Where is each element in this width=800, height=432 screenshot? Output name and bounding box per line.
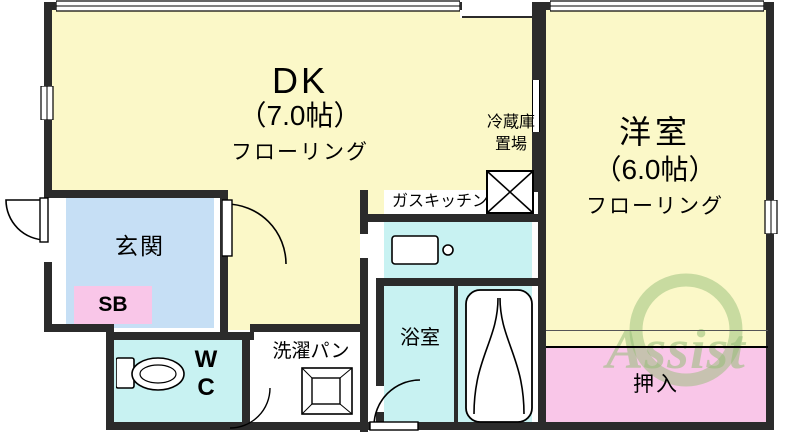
- wall-entry-bottom: [44, 324, 114, 332]
- wall-dk-right-stub: [532, 2, 540, 80]
- room-fill-wc: [106, 340, 242, 426]
- wall-kitchen-top: [368, 214, 538, 222]
- room-fill-bath: [384, 284, 532, 426]
- wall-left-lower: [44, 262, 52, 332]
- wall-entry-left: [106, 324, 114, 430]
- wall-right: [766, 2, 774, 430]
- wall-bath-top: [376, 278, 538, 286]
- wall-genkan-right: [220, 190, 228, 332]
- label-kitchen: ガスキッチン: [391, 193, 488, 210]
- wall-wc-right: [242, 340, 250, 430]
- room-fill-dk-lower: [228, 190, 360, 330]
- room-fill-sb: [74, 286, 152, 324]
- wall-wc-bottom-div: [106, 332, 254, 340]
- room-fill-yoshitsu: [546, 8, 768, 348]
- room-fill-dk-upper: [460, 18, 532, 190]
- door-slot-white: [532, 80, 540, 132]
- room-fill-dk: [52, 8, 460, 190]
- wall-laundry-top: [250, 324, 368, 332]
- watermark-text: Assist: [606, 319, 746, 381]
- room-fill-laundry: [248, 332, 372, 426]
- entry-notch: [462, 2, 532, 18]
- yoshitsu-tatami-line: [546, 330, 768, 331]
- wall-bath-left2: [376, 412, 384, 430]
- oshiire-divider: [546, 346, 768, 348]
- fridge-space-box: [486, 170, 534, 214]
- wall-dk-bottom-left: [52, 190, 228, 198]
- entrance-door-icon: [5, 197, 49, 243]
- wall-yoshitsu-left: [538, 2, 546, 426]
- room-fill-kitchen: [384, 222, 532, 282]
- wall-bath-left: [376, 286, 384, 386]
- wall-bottom: [106, 422, 774, 430]
- wall-kitchen-left2: [360, 258, 368, 432]
- wall-left-upper: [44, 2, 52, 198]
- wall-kitchen-left: [360, 190, 368, 234]
- wall-bath-right: [454, 286, 458, 426]
- window-dk-top: [56, 5, 460, 7]
